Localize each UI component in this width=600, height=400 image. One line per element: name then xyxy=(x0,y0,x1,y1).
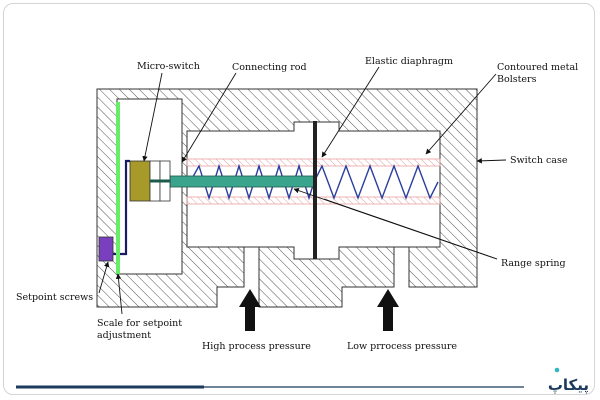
pressure-switch-diagram: Micro-switch Connecting rod Elastic diap… xyxy=(16,56,589,395)
high-pressure-arrow xyxy=(239,289,261,331)
leader-lines xyxy=(98,66,507,315)
label-connecting-rod: Connecting rod xyxy=(232,62,307,73)
label-switch-case: Switch case xyxy=(510,155,568,166)
range-spring xyxy=(189,163,439,201)
setpoint-scale-bar xyxy=(116,102,120,274)
label-elastic-diaphragm: Elastic diaphragm xyxy=(365,56,453,67)
label-micro-switch: Micro-switch xyxy=(137,61,200,72)
label-contoured-line2: Bolsters xyxy=(497,74,537,85)
label-scale-line2: adjustment xyxy=(97,330,151,341)
label-setpoint-screws: Setpoint screws xyxy=(16,292,93,303)
label-low-pressure: Low prrocess pressure xyxy=(347,341,457,352)
setpoint-screw xyxy=(98,236,114,262)
low-pressure-arrow xyxy=(377,289,399,331)
label-high-pressure: High process pressure xyxy=(202,341,311,352)
brand-logo: پیکاپ xyxy=(548,376,589,395)
diagram-frame: Micro-switch Connecting rod Elastic diap… xyxy=(3,3,595,395)
elastic-diaphragm xyxy=(313,121,317,259)
label-scale-line1: Scale for setpoint xyxy=(97,318,182,329)
brand-accent-dot xyxy=(554,367,560,373)
connecting-rod xyxy=(169,175,317,188)
label-contoured-line1: Contoured metal xyxy=(497,62,578,73)
micro-switch-body xyxy=(129,160,151,202)
label-range-spring: Range spring xyxy=(501,258,566,269)
